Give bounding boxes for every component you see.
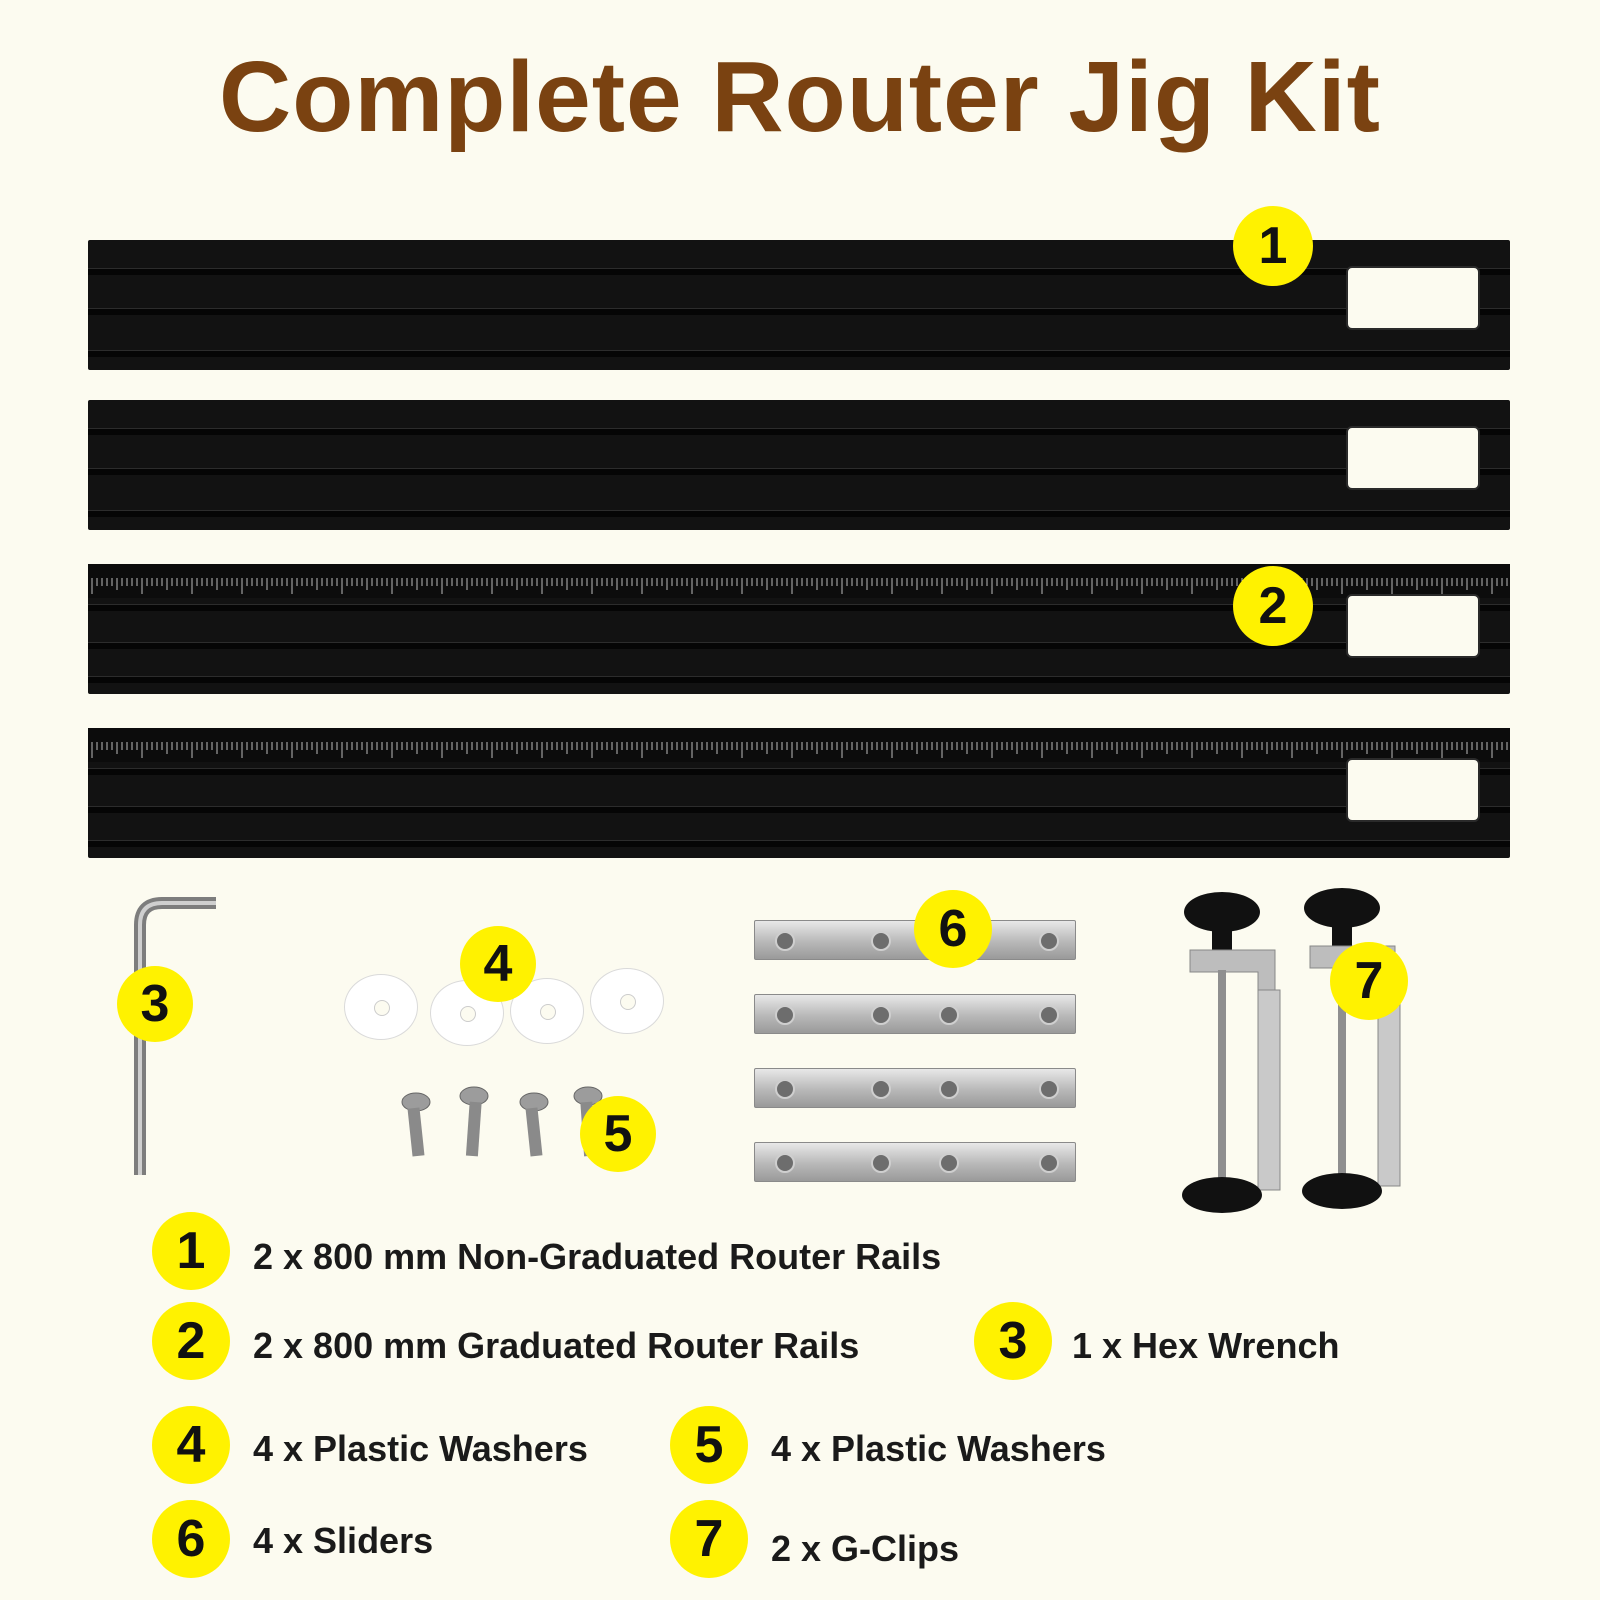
g-clip-icon [1182, 892, 1281, 1213]
callout-badge-3: 3 [117, 966, 193, 1042]
router-rail-graduated-2 [88, 728, 1510, 858]
screw-icon [459, 1086, 489, 1157]
callout-badge-4: 4 [460, 926, 536, 1002]
legend-text-7: 2 x G-Clips [771, 1528, 960, 1569]
callout-badge-6: 6 [914, 890, 992, 968]
legend-badge-7: 7 [670, 1500, 748, 1578]
screw-icon [401, 1092, 431, 1157]
router-rail-non-graduated-2 [88, 400, 1510, 530]
legend-badge-4: 4 [152, 1406, 230, 1484]
slider-icon [754, 994, 1076, 1034]
legend-text-6: 4 x Sliders [253, 1520, 434, 1561]
g-clip-icon [1302, 888, 1401, 1209]
legend-text-1: 2 x 800 mm Non-Graduated Router Rails [253, 1236, 942, 1277]
legend-badge-3: 3 [974, 1302, 1052, 1380]
callout-badge-7: 7 [1330, 942, 1408, 1020]
legend-text-3: 1 x Hex Wrench [1072, 1325, 1340, 1366]
legend-badge-2: 2 [152, 1302, 230, 1380]
callout-badge-2: 2 [1233, 566, 1313, 646]
screw-icon [519, 1092, 549, 1157]
legend-badge-5: 5 [670, 1406, 748, 1484]
plastic-washer-icon [344, 974, 418, 1040]
legend-badge-6: 6 [152, 1500, 230, 1578]
callout-badge-1: 1 [1233, 206, 1313, 286]
page-title: Complete Router Jig Kit [219, 41, 1381, 153]
callout-badge-5: 5 [580, 1096, 656, 1172]
legend-text-2: 2 x 800 mm Graduated Router Rails [253, 1325, 860, 1366]
plastic-washer-icon [590, 968, 664, 1034]
hex-wrench-icon [134, 897, 216, 1175]
ruler-scale [88, 728, 1510, 762]
slider-icon [754, 1068, 1076, 1108]
legend-badge-1: 1 [152, 1212, 230, 1290]
slider-icon [754, 1142, 1076, 1182]
legend-text-5: 4 x Plastic Washers [771, 1428, 1106, 1469]
legend-text-4: 4 x Plastic Washers [253, 1428, 588, 1469]
